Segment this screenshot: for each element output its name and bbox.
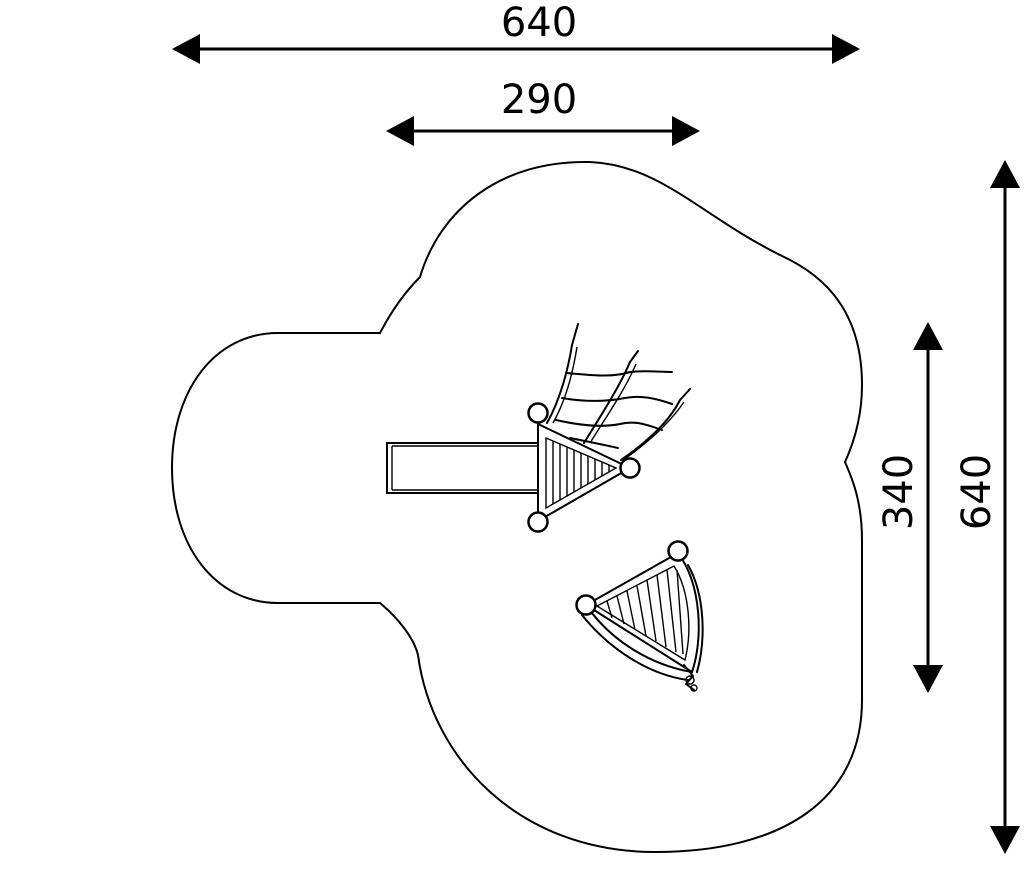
arrowhead-up-icon — [913, 322, 943, 350]
dimension-label-top-inner: 290 — [501, 77, 577, 123]
tower-post — [527, 402, 549, 424]
safety-area-outline — [171, 160, 863, 853]
slide-tower-platform — [527, 402, 641, 533]
dimension-label-top-total: 640 — [501, 0, 577, 46]
arrowhead-right-icon — [832, 34, 860, 64]
arrowhead-down-icon — [990, 826, 1020, 854]
arrowhead-up-icon — [990, 160, 1020, 188]
dimension-top-total: 640 — [172, 0, 860, 64]
tower-post — [527, 511, 549, 533]
dimension-label-right-total: 640 — [954, 454, 1000, 530]
dimension-label-right-inner: 340 — [876, 454, 922, 530]
arrowhead-left-icon — [172, 34, 200, 64]
arrowhead-right-icon — [672, 116, 700, 146]
dimension-top-inner: 290 — [386, 77, 700, 146]
frame-post — [667, 540, 689, 562]
climbing-frame-triangle — [575, 540, 704, 692]
slide-chute — [386, 442, 539, 494]
dimension-right-inner: 340 — [876, 322, 943, 693]
tower-post — [619, 457, 641, 479]
arrowhead-down-icon — [913, 665, 943, 693]
dimension-right-total: 640 — [954, 160, 1020, 854]
frame-post — [575, 594, 597, 616]
climbing-net — [546, 323, 691, 461]
arrowhead-left-icon — [386, 116, 414, 146]
